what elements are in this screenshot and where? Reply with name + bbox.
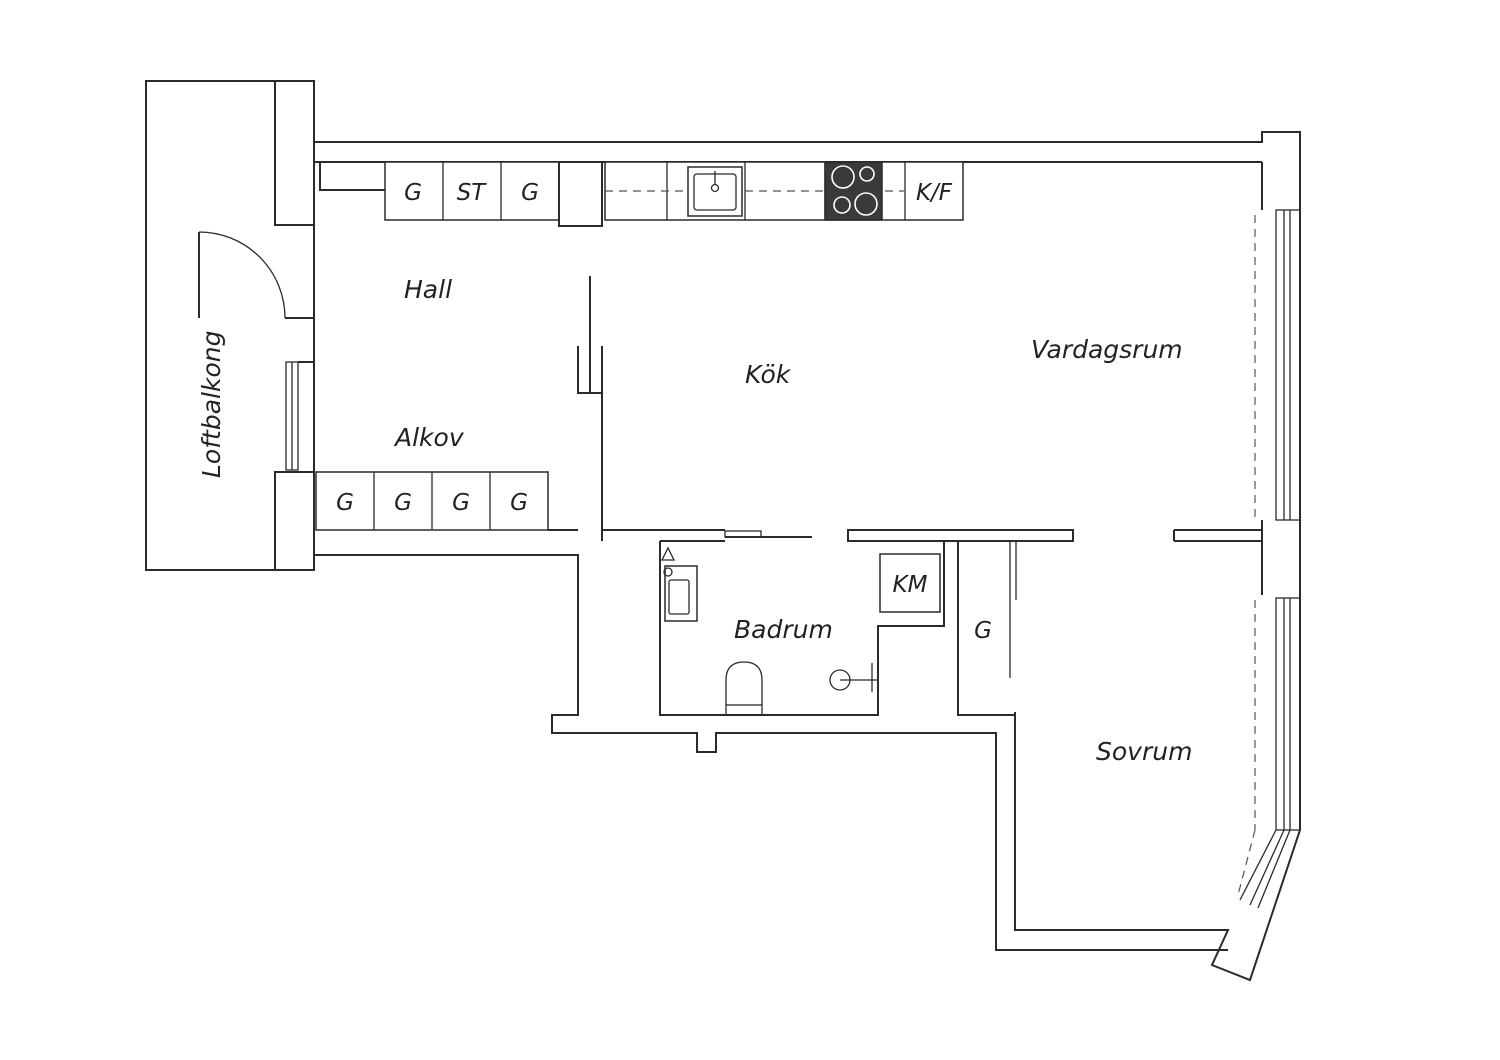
wardrobe-label: G xyxy=(394,490,412,516)
windows xyxy=(285,209,1301,909)
bathroom xyxy=(659,540,945,716)
cabinet-label: ST xyxy=(457,180,488,206)
stove xyxy=(824,161,883,221)
room-label-kok: Kök xyxy=(745,360,792,389)
bedroom-wardrobe-label: G xyxy=(974,618,992,644)
washing-machine-label: KM xyxy=(893,572,928,598)
cabinet-label: G xyxy=(404,180,422,206)
room-label-alkov: Alkov xyxy=(393,423,465,452)
kitchen-counter xyxy=(319,161,964,227)
kitchen-sink xyxy=(687,166,743,217)
interior-walls xyxy=(577,276,1074,542)
wardrobe-label: G xyxy=(336,490,354,516)
wardrobe-label: G xyxy=(510,490,528,516)
cabinet-label: G xyxy=(521,180,539,206)
room-label-loftbalkong: Loftbalkong xyxy=(197,331,226,478)
room-label-badrum: Badrum xyxy=(734,615,833,644)
room-label-vardagsrum: Vardagsrum xyxy=(1031,335,1183,364)
entry-door xyxy=(198,231,315,363)
room-label-sovrum: Sovrum xyxy=(1096,737,1192,766)
bedroom-wardrobe xyxy=(957,540,1017,716)
loft-balcony xyxy=(145,80,315,571)
alcove-wardrobes xyxy=(315,471,578,531)
wardrobe-label: G xyxy=(452,490,470,516)
fridge-freezer-label: K/F xyxy=(916,180,953,206)
room-label-hall: Hall xyxy=(404,275,452,304)
